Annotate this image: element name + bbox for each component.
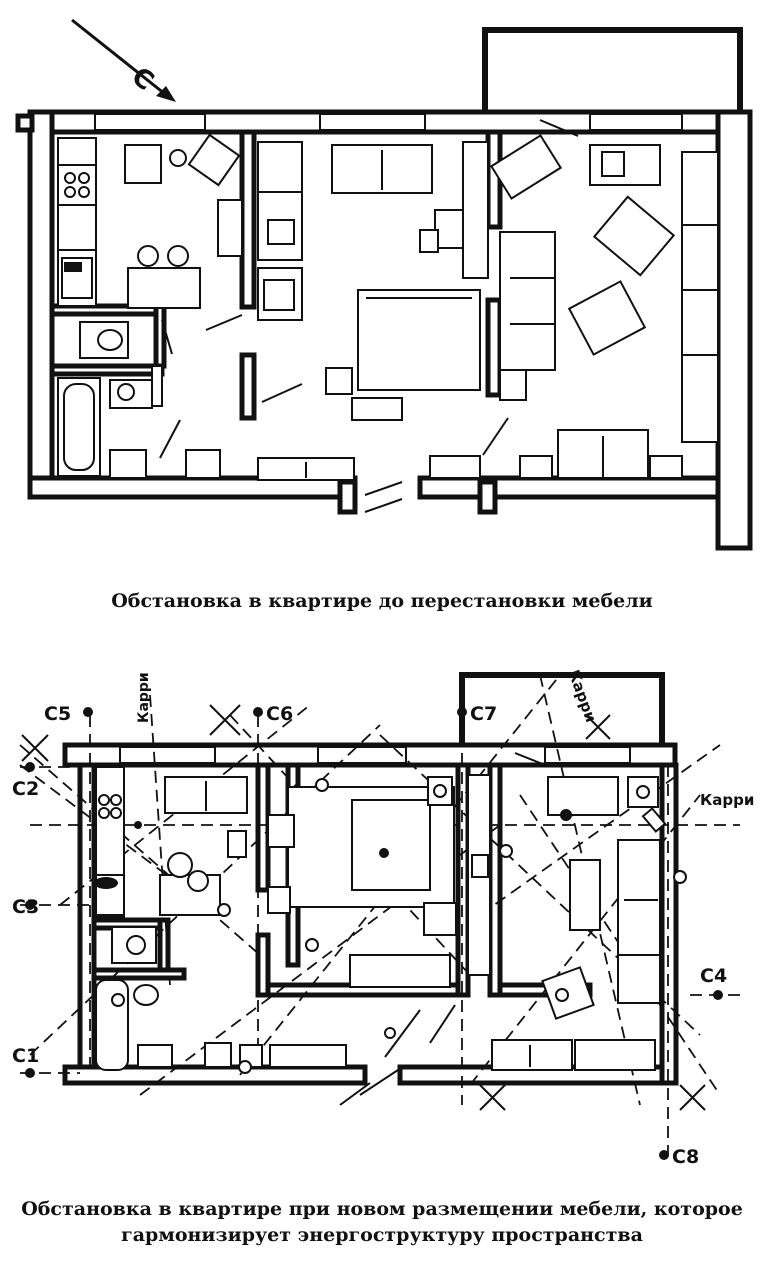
point-c6: С6 <box>266 703 293 725</box>
living-room-furniture <box>429 134 719 479</box>
point-c1: С1 <box>12 1045 39 1067</box>
floor-plan-after: С5 С6 С7 С2 С3 С1 С4 С8 Карри Карри Карр… <box>12 667 754 1168</box>
caption-after: Обстановка в квартире при новом размещен… <box>0 1196 764 1248</box>
point-markers: С5 С6 С7 С2 С3 С1 С4 С8 <box>12 703 727 1168</box>
middle-room-furniture <box>267 774 491 1068</box>
karri-label-right: Карри <box>700 791 754 809</box>
windows <box>94 113 683 131</box>
point-c5: С5 <box>44 703 71 725</box>
point-c7: С7 <box>470 703 497 725</box>
kitchen-units <box>57 137 97 307</box>
bathroom <box>57 321 221 479</box>
point-c3: С3 <box>12 896 39 918</box>
energy-nodes <box>111 778 687 1074</box>
kitchen-units <box>94 766 248 918</box>
door-swings <box>339 752 546 1106</box>
point-c8: С8 <box>672 1146 699 1168</box>
crossing-marks <box>21 704 706 1111</box>
interior-walls <box>49 129 503 515</box>
balcony <box>482 27 743 112</box>
windows <box>119 746 631 764</box>
north-arrow: С <box>71 18 176 102</box>
bathroom <box>95 926 263 1071</box>
living-room-furniture <box>491 776 667 1071</box>
floor-plan-before: С <box>15 18 753 551</box>
karri-label-top-left: Карри <box>136 672 152 723</box>
point-c4: С4 <box>700 965 727 987</box>
point-c2: С2 <box>12 778 39 800</box>
caption-after-line1: Обстановка в квартире при новом размещен… <box>21 1198 743 1220</box>
middle-room-furniture <box>257 141 489 481</box>
door-swings <box>159 119 579 513</box>
caption-before: Обстановка в квартире до перестановки ме… <box>111 590 653 612</box>
dining-set <box>124 133 243 309</box>
caption-after-line2: гармонизирует энергоструктуру пространст… <box>121 1224 643 1246</box>
